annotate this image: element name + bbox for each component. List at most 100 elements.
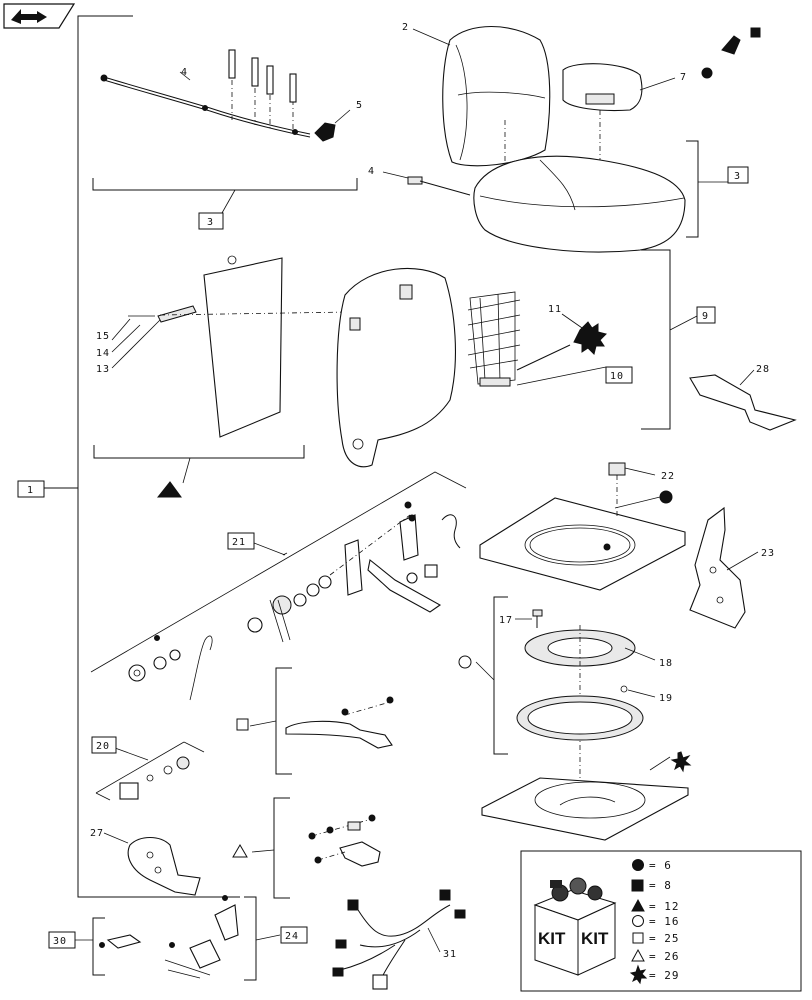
svg-text:KIT: KIT <box>581 929 609 948</box>
boxed-callout-20: 20 <box>91 736 117 754</box>
plate-27 <box>103 832 201 896</box>
svg-text:21: 21 <box>232 537 246 548</box>
svg-text:3: 3 <box>207 217 214 228</box>
bracket-28 <box>689 369 797 431</box>
swivel-base <box>481 756 689 841</box>
bracket-3-top <box>92 178 358 191</box>
seat-cushion <box>473 155 686 253</box>
legend-text-16: = 16 <box>649 915 680 928</box>
legend-text-29: = 29 <box>649 969 680 982</box>
boxed-callout-1: 1 <box>17 480 45 498</box>
legend-text-8: = 8 <box>649 879 672 892</box>
boxed-callout-3-left: 3 <box>198 212 224 230</box>
legend-text-26: = 26 <box>649 950 680 963</box>
kit-legend-box: KIT KIT = 6 = 8 = 12 = 16 = 25 = 26 = 29 <box>520 850 802 992</box>
bearing-ring <box>516 695 644 741</box>
bracket-item-1 <box>18 15 240 898</box>
boxed-callout-30: 30 <box>48 931 76 949</box>
back-panel-board <box>203 255 283 438</box>
callout-4-seat: 4 <box>368 166 375 177</box>
seat-rod-4 <box>382 171 471 196</box>
callout-11: 11 <box>548 304 562 315</box>
damper-group-20 <box>95 741 205 801</box>
bracket-23 <box>689 506 759 629</box>
lumbar-mesh <box>467 291 571 387</box>
marker-circle-filled <box>701 67 713 79</box>
marker-star-filled <box>670 751 692 773</box>
callout-14: 14 <box>96 348 110 359</box>
callout-18: 18 <box>659 658 673 669</box>
callout-13: 13 <box>96 364 110 375</box>
legend-star-filled-icon <box>629 964 648 985</box>
legend-triangle-outline-icon <box>631 948 645 962</box>
callout-5: 5 <box>356 100 363 111</box>
boxed-callout-21: 21 <box>227 532 255 550</box>
callout-28: 28 <box>756 364 770 375</box>
callout-27: 27 <box>90 828 104 839</box>
legend-square-filled-icon <box>631 879 644 892</box>
callout-19: 19 <box>659 693 673 704</box>
callout-15: 15 <box>96 331 110 342</box>
svg-text:KIT: KIT <box>538 929 566 948</box>
bracket-circle-outline <box>493 596 508 755</box>
backrest-frame <box>336 267 456 468</box>
bracket-30 <box>92 917 105 976</box>
armrest <box>562 63 676 112</box>
latch-group <box>308 814 381 867</box>
callout-4-top: 4 <box>181 67 188 78</box>
callout-2: 2 <box>402 22 409 33</box>
bracket-3-right <box>686 140 699 238</box>
callout-7: 7 <box>680 72 687 83</box>
callout-17: 17 <box>499 615 513 626</box>
latch-bracket-parts <box>99 895 239 979</box>
legend-text-25: = 25 <box>649 932 680 945</box>
bracket-triangle <box>93 445 305 459</box>
legend-text-6: = 6 <box>649 859 672 872</box>
wire-harness-31 <box>332 889 466 990</box>
washer-19 <box>620 685 656 698</box>
callout-31: 31 <box>443 949 457 960</box>
marker-circle-filled-2 <box>659 490 673 504</box>
legend-circle-outline-icon <box>632 915 644 927</box>
boxed-callout-3-right: 3 <box>727 166 749 184</box>
bracket-square-outline <box>275 667 292 775</box>
bracket-triangle-outline <box>273 797 290 899</box>
marker-triangle-outline <box>232 844 248 858</box>
svg-text:20: 20 <box>96 741 110 752</box>
svg-text:30: 30 <box>53 936 67 947</box>
boxed-callout-24: 24 <box>280 926 308 944</box>
svg-text:9: 9 <box>702 311 709 322</box>
hook-clip <box>721 27 761 55</box>
legend-circle-filled-icon <box>632 859 644 871</box>
back-button[interactable] <box>3 3 76 29</box>
svg-text:1: 1 <box>27 485 34 496</box>
spring-11 <box>573 321 607 355</box>
callout-22: 22 <box>661 471 675 482</box>
svg-text:3: 3 <box>734 171 741 182</box>
marker-triangle-filled <box>156 481 182 498</box>
bolt-17 <box>515 609 543 628</box>
kit-box-icon: KIT KIT <box>533 877 617 976</box>
marker-square-outline <box>236 718 249 731</box>
legend-text-12: = 12 <box>649 900 680 913</box>
boxed-callout-10: 10 <box>605 366 633 384</box>
legend-square-outline-icon <box>632 932 644 944</box>
lumbar-cable <box>100 49 311 138</box>
arrow-back-icon <box>3 3 76 29</box>
ring-plate-18 <box>524 629 656 667</box>
knob-item-5 <box>314 109 351 142</box>
bracket-24 <box>244 896 257 981</box>
mechanism-group-21 <box>90 471 467 701</box>
legend-triangle-filled-icon <box>631 898 645 912</box>
svg-text:10: 10 <box>610 371 624 382</box>
callout-23: 23 <box>761 548 775 559</box>
marker-circle-outline <box>458 655 472 669</box>
seat-backrest <box>412 26 551 167</box>
seat-base-plate <box>479 462 686 591</box>
lever-handle <box>285 696 394 749</box>
bracket-9 <box>641 249 671 430</box>
boxed-callout-9: 9 <box>696 306 716 324</box>
strap-13 <box>128 305 197 323</box>
